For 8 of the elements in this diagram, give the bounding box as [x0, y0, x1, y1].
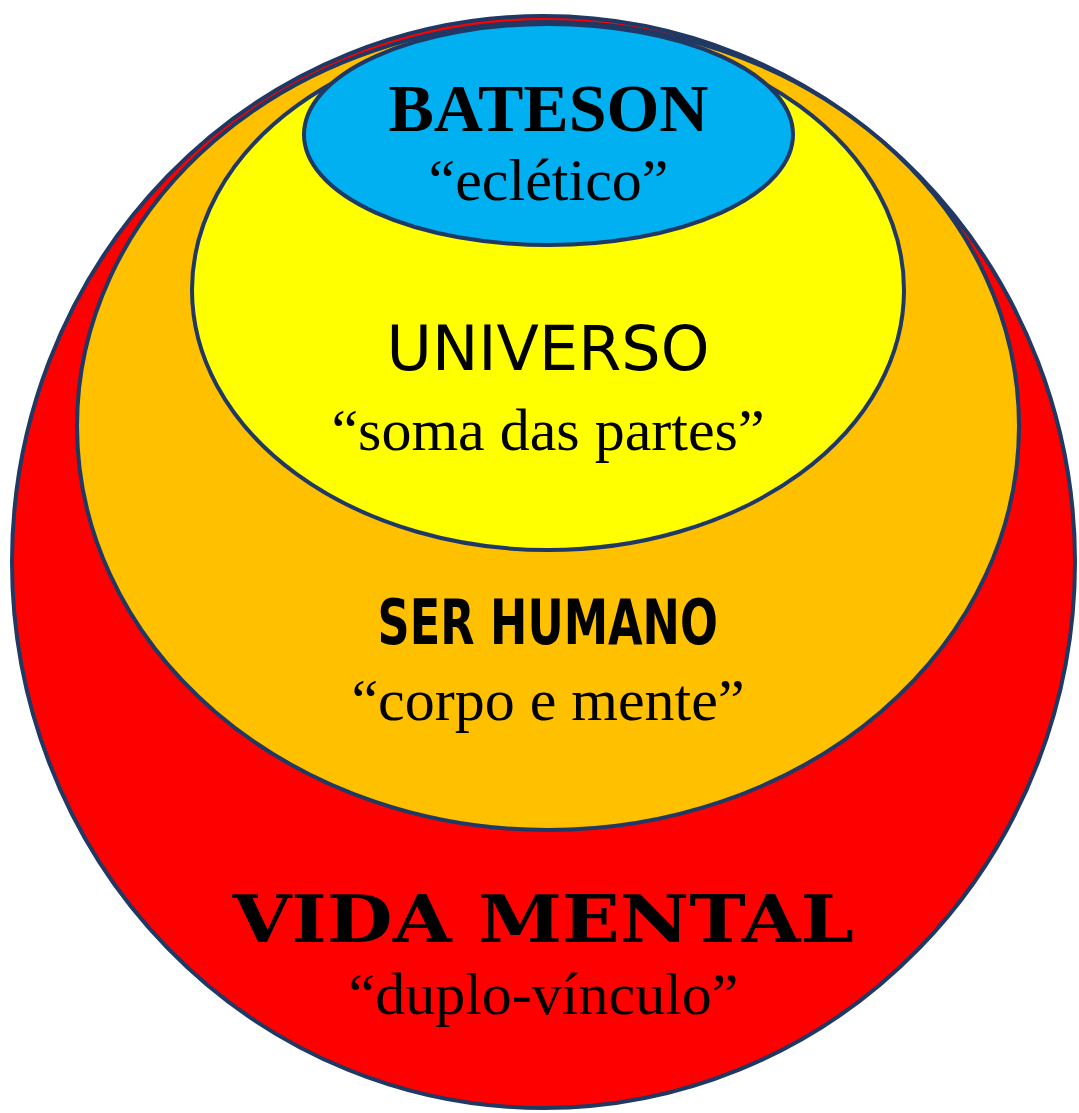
outer-circle — [10, 14, 1077, 1110]
middle-ellipse — [75, 20, 1021, 832]
heading: BATESON — [388, 74, 709, 142]
core-ellipse — [302, 22, 795, 247]
heading: SER HUMANO — [377, 592, 719, 654]
heading: VIDA MENTAL — [232, 886, 855, 952]
quote-text: “eclético” — [428, 150, 669, 210]
heading: UNIVERSO — [386, 318, 710, 380]
